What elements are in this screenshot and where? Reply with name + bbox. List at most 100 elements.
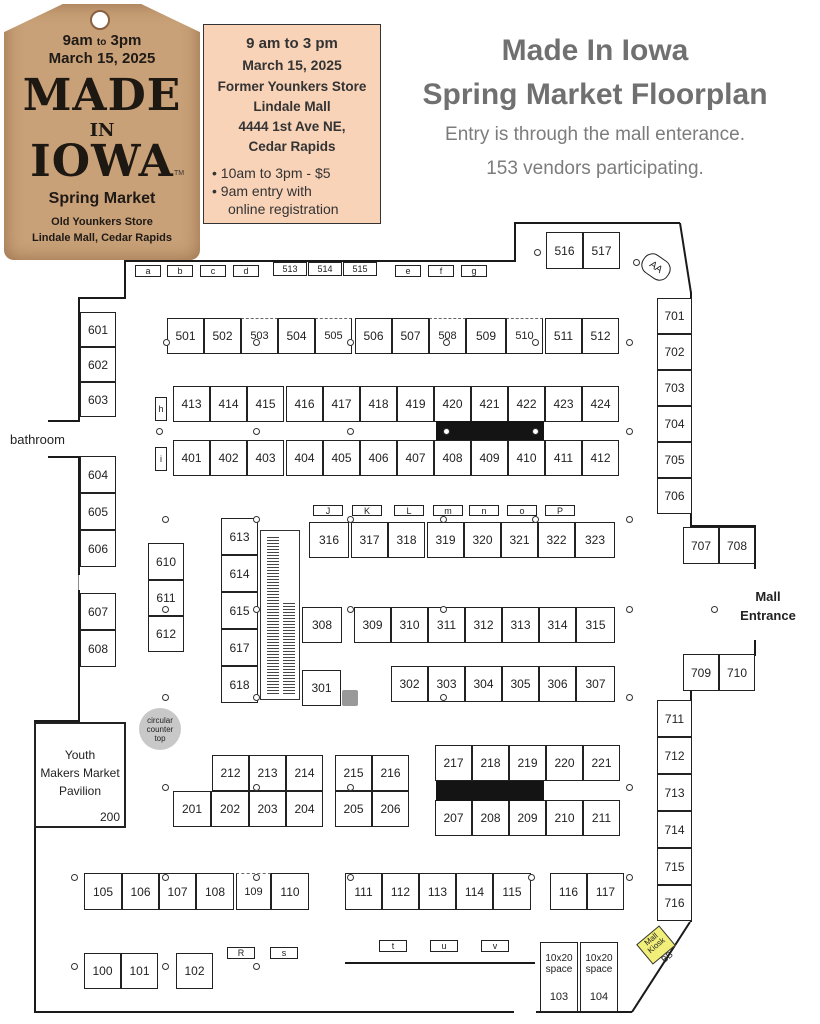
stall-504: 504: [278, 318, 315, 354]
stall-505: 505: [315, 318, 352, 354]
pillar: [162, 784, 169, 791]
stall-318: 318: [388, 522, 425, 558]
pillar: [162, 874, 169, 881]
stall-701: 701: [657, 298, 692, 334]
stall-408: 408: [434, 440, 471, 476]
tag-place-1: Old Younkers Store: [51, 216, 153, 228]
wall: [78, 297, 126, 299]
wall: [48, 420, 80, 422]
stall-517: 517: [583, 232, 620, 269]
stall-s: s: [270, 947, 298, 959]
stall-511: 511: [545, 318, 582, 354]
subtitle-vendors: 153 vendors participating.: [486, 158, 704, 179]
wall: [34, 720, 80, 722]
pillar: [443, 339, 450, 346]
youth-makers-pavilion: Youth Makers Market Pavilion 200: [34, 722, 126, 828]
stall-112: 112: [382, 873, 419, 910]
wall: [78, 297, 80, 421]
pillar: [71, 963, 78, 970]
blocked-area: [436, 421, 544, 440]
stall-604: 604: [80, 456, 116, 493]
stall-c: c: [200, 265, 226, 277]
wall: [345, 962, 535, 964]
info-venue-1: Former Younkers Store: [217, 79, 367, 94]
tag-date: March 15, 2025: [48, 50, 156, 67]
stall-607: 607: [80, 593, 116, 630]
stall-415: 415: [247, 386, 284, 422]
circular-label-2: counter: [146, 725, 174, 734]
stall-414: 414: [210, 386, 247, 422]
stall-714: 714: [657, 811, 692, 848]
stall-216: 216: [372, 755, 409, 791]
stall-402: 402: [210, 440, 247, 476]
tag-tm: TM: [174, 170, 185, 177]
stall-506: 506: [355, 318, 392, 354]
pillar: [626, 694, 633, 701]
stall-706: 706: [657, 478, 692, 514]
stall-413: 413: [173, 386, 210, 422]
stall-n: n: [469, 505, 499, 516]
mall-entrance-label-2: Entrance: [740, 608, 796, 623]
stall-312: 312: [465, 607, 502, 643]
pillar: [534, 249, 541, 256]
stall-209: 209: [509, 800, 546, 836]
stall-705: 705: [657, 442, 692, 478]
circular-label-1: circular: [147, 716, 173, 725]
pillar: [626, 606, 633, 613]
info-date: March 15, 2025: [242, 57, 342, 73]
pillar: [347, 428, 354, 435]
stall-605: 605: [80, 493, 116, 530]
stall-o: o: [507, 505, 537, 516]
stall-205: 205: [335, 791, 372, 827]
stall-405: 405: [323, 440, 360, 476]
stall-514: 514: [308, 262, 342, 276]
info-venue-2: Lindale Mall: [253, 99, 331, 114]
stall-105: 105: [84, 873, 122, 910]
pavilion-label-3: Pavilion: [58, 784, 102, 798]
stall-422: 422: [508, 386, 545, 422]
wall: [536, 1011, 632, 1013]
stall-610: 610: [148, 543, 184, 580]
stall-617: 617: [221, 629, 258, 666]
stall-716: 716: [657, 885, 692, 921]
stall-421: 421: [471, 386, 508, 422]
stall-g: g: [461, 265, 487, 277]
stall-403: 403: [247, 440, 284, 476]
stall-313: 313: [502, 607, 539, 643]
stall-702: 702: [657, 334, 692, 370]
pillar: [253, 694, 260, 701]
stall-116: 116: [550, 873, 587, 910]
stall-322: 322: [538, 522, 575, 558]
wall: [690, 525, 756, 527]
stall-210: 210: [546, 800, 583, 836]
stall-L: L: [394, 505, 424, 516]
pillar: [626, 339, 633, 346]
stall-m: m: [433, 505, 463, 516]
stall-509: 509: [466, 318, 506, 354]
pillar: [440, 694, 447, 701]
stall-418: 418: [360, 386, 397, 422]
stall-t: t: [379, 940, 407, 952]
wall: [124, 260, 514, 262]
mall-entrance-label-1: Mall: [755, 589, 781, 604]
stall-410: 410: [508, 440, 545, 476]
tag-place-2: Lindale Mall, Cedar Rapids: [32, 232, 172, 244]
stall-220: 220: [546, 745, 583, 781]
circular-counter: circular counter top: [139, 708, 181, 750]
stall-208: 208: [472, 800, 509, 836]
tag-made: MADE: [22, 70, 182, 121]
circular-label-3: top: [154, 734, 166, 743]
stall-v: v: [481, 940, 509, 952]
stall-K: K: [352, 505, 382, 516]
stall-206: 206: [372, 791, 409, 827]
stall-409: 409: [471, 440, 508, 476]
pillar: [253, 428, 260, 435]
stall-419: 419: [397, 386, 434, 422]
tag-in: IN: [89, 120, 115, 141]
pillar: [162, 516, 169, 523]
pillar: [162, 963, 169, 970]
stall-J: J: [313, 505, 343, 516]
pillar: [711, 606, 718, 613]
